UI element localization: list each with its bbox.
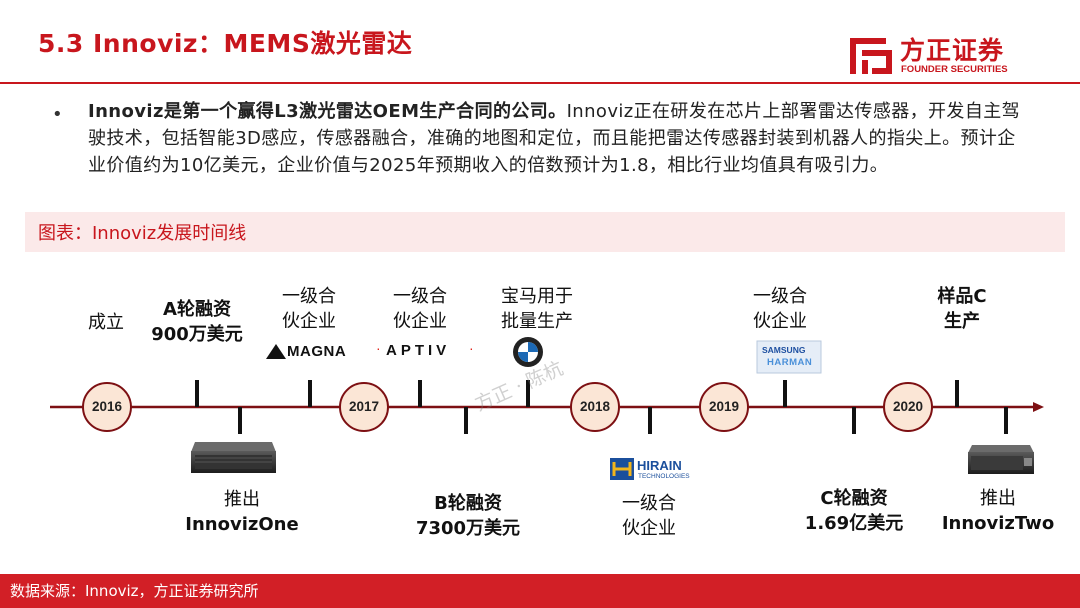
year-node-2017: 2017 <box>339 382 389 432</box>
event-magna-line1: 一级合 <box>282 286 336 307</box>
event-series-a-title: A轮融资 <box>163 299 231 320</box>
magna-logo-text: MAGNA <box>287 343 347 360</box>
tick-series-c <box>852 407 856 434</box>
hirain-logo-text: HIRAIN <box>637 458 682 473</box>
event-series-b-title: B轮融资 <box>434 493 502 514</box>
hirain-logo-icon <box>610 458 634 480</box>
magna-logo-icon <box>266 344 286 359</box>
year-node-2019: 2019 <box>699 382 749 432</box>
event-hirain-line2: 伙企业 <box>622 518 676 539</box>
founder-securities-logo: 方正证券 FOUNDER SECURITIES <box>848 30 1038 78</box>
tick-hirain <box>648 407 652 434</box>
event-magna-line2: 伙企业 <box>282 311 336 332</box>
year-node-2016: 2016 <box>82 382 132 432</box>
tick-innovizone <box>238 407 242 434</box>
figure-title: 图表：Innoviz发展时间线 <box>38 223 247 244</box>
bullet-body: Innoviz正在研发在芯片上部署雷达传感器，开发自主驾驶技术，包括智能3D感应… <box>88 101 1021 176</box>
event-harman-line1: 一级合 <box>753 286 807 307</box>
event-sample-c-line2: 生产 <box>944 311 980 332</box>
aptiv-logo-text: APTIV <box>386 342 451 359</box>
figure-title-bar: 图表：Innoviz发展时间线 <box>25 212 1065 252</box>
event-innoviztwo-line2: InnovizTwo <box>941 513 1055 534</box>
event-aptiv-line1: 一级合 <box>393 286 447 307</box>
tick-innoviztwo <box>1004 407 1008 434</box>
tick-harman <box>783 380 787 407</box>
event-founded: 成立 <box>88 312 124 333</box>
harman-logo-samsung: SAMSUNG <box>762 345 806 355</box>
tick-sample-c <box>955 380 959 407</box>
event-series-a-amount: 900万美元 <box>151 324 243 345</box>
event-innovizone-line1: 推出 <box>224 489 260 510</box>
title-divider <box>0 82 1080 84</box>
aptiv-logo-dot-right: · <box>469 340 474 356</box>
hirain-logo-subtext: TECHNOLOGIES <box>638 473 690 480</box>
bmw-logo-icon <box>513 337 543 367</box>
event-bmw-line2: 批量生产 <box>501 311 573 332</box>
tick-magna <box>308 380 312 407</box>
bullet-paragraph: Innoviz是第一个赢得L3激光雷达OEM生产合同的公司。Innoviz正在研… <box>88 98 1028 179</box>
logo-english-name: FOUNDER SECURITIES <box>901 64 1008 75</box>
event-harman-line2: 伙企业 <box>753 311 807 332</box>
tick-bmw <box>526 380 530 407</box>
year-node-2018: 2018 <box>570 382 620 432</box>
bullet-marker: • <box>52 104 63 125</box>
event-innovizone-line2: InnovizOne <box>185 514 299 535</box>
event-bmw-line1: 宝马用于 <box>501 286 573 307</box>
footer-bar: 数据来源：Innoviz，方正证券研究所 <box>0 574 1080 608</box>
year-node-2020: 2020 <box>883 382 933 432</box>
harman-logo-harman: HARMAN <box>767 357 813 368</box>
timeline-arrow-icon <box>1033 402 1044 412</box>
event-series-c-amount: 1.69亿美元 <box>804 513 904 534</box>
event-sample-c-line1: 样品C <box>937 286 987 307</box>
footer-source: 数据来源：Innoviz，方正证券研究所 <box>10 582 259 600</box>
tick-series-a <box>195 380 199 407</box>
bullet-lead: Innoviz是第一个赢得L3激光雷达OEM生产合同的公司。 <box>88 101 567 122</box>
event-hirain-line1: 一级合 <box>622 493 676 514</box>
page-title: 5.3 Innoviz：MEMS激光雷达 <box>38 29 413 58</box>
event-aptiv-line2: 伙企业 <box>393 311 447 332</box>
harman-logo-box <box>756 340 822 374</box>
event-series-c-title: C轮融资 <box>820 488 888 509</box>
innovizone-device-image <box>191 442 276 473</box>
tick-series-b <box>464 407 468 434</box>
founder-logo-icon <box>850 38 892 74</box>
logo-chinese-name: 方正证券 <box>900 36 1005 65</box>
event-innoviztwo-line1: 推出 <box>980 488 1016 509</box>
tick-aptiv <box>418 380 422 407</box>
aptiv-logo-dot-left: · <box>376 340 381 356</box>
event-series-b-amount: 7300万美元 <box>415 518 521 539</box>
innoviztwo-device-image <box>968 445 1034 474</box>
